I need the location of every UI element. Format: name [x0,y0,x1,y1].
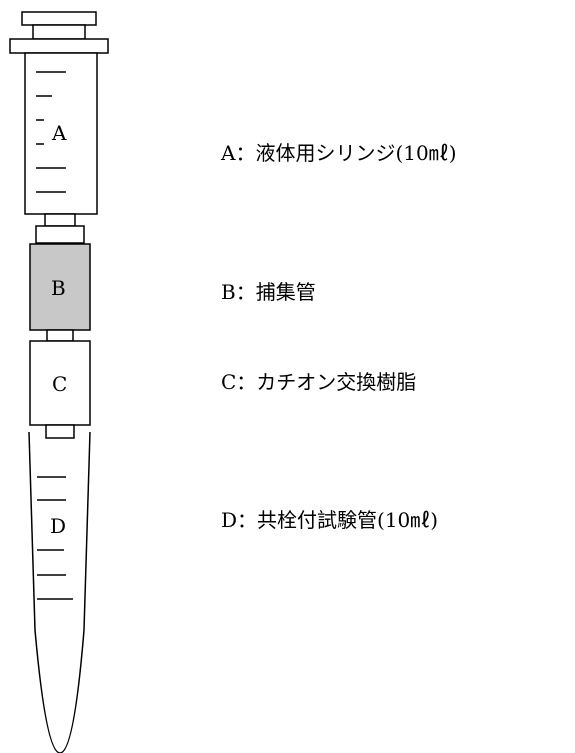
resin-cartridge [29,340,91,426]
resin-outlet [45,424,75,439]
test-tube [28,431,91,753]
legend-b: B：捕集管 [221,280,316,304]
connector-ab [35,225,85,244]
syringe-tip [44,213,76,227]
label-b: B [51,276,66,300]
test-tube-graduations [37,476,73,600]
legend-d: D：共栓付試験管(10㎖) [221,508,439,532]
syringe-flange [9,38,109,54]
syringe-barrel [24,52,98,215]
syringe-plunger-rod [32,24,86,40]
syringe-plunger-head [21,11,97,26]
legend-c: C：カチオン交換樹脂 [221,370,417,394]
label-d: D [50,514,66,538]
connector-bc [46,329,74,342]
label-a: A [51,121,67,145]
collector-tube [29,243,91,331]
syringe-graduations [36,71,66,193]
legend-a: A：液体用シリンジ(10㎖) [221,141,457,165]
label-c: C [52,372,67,396]
